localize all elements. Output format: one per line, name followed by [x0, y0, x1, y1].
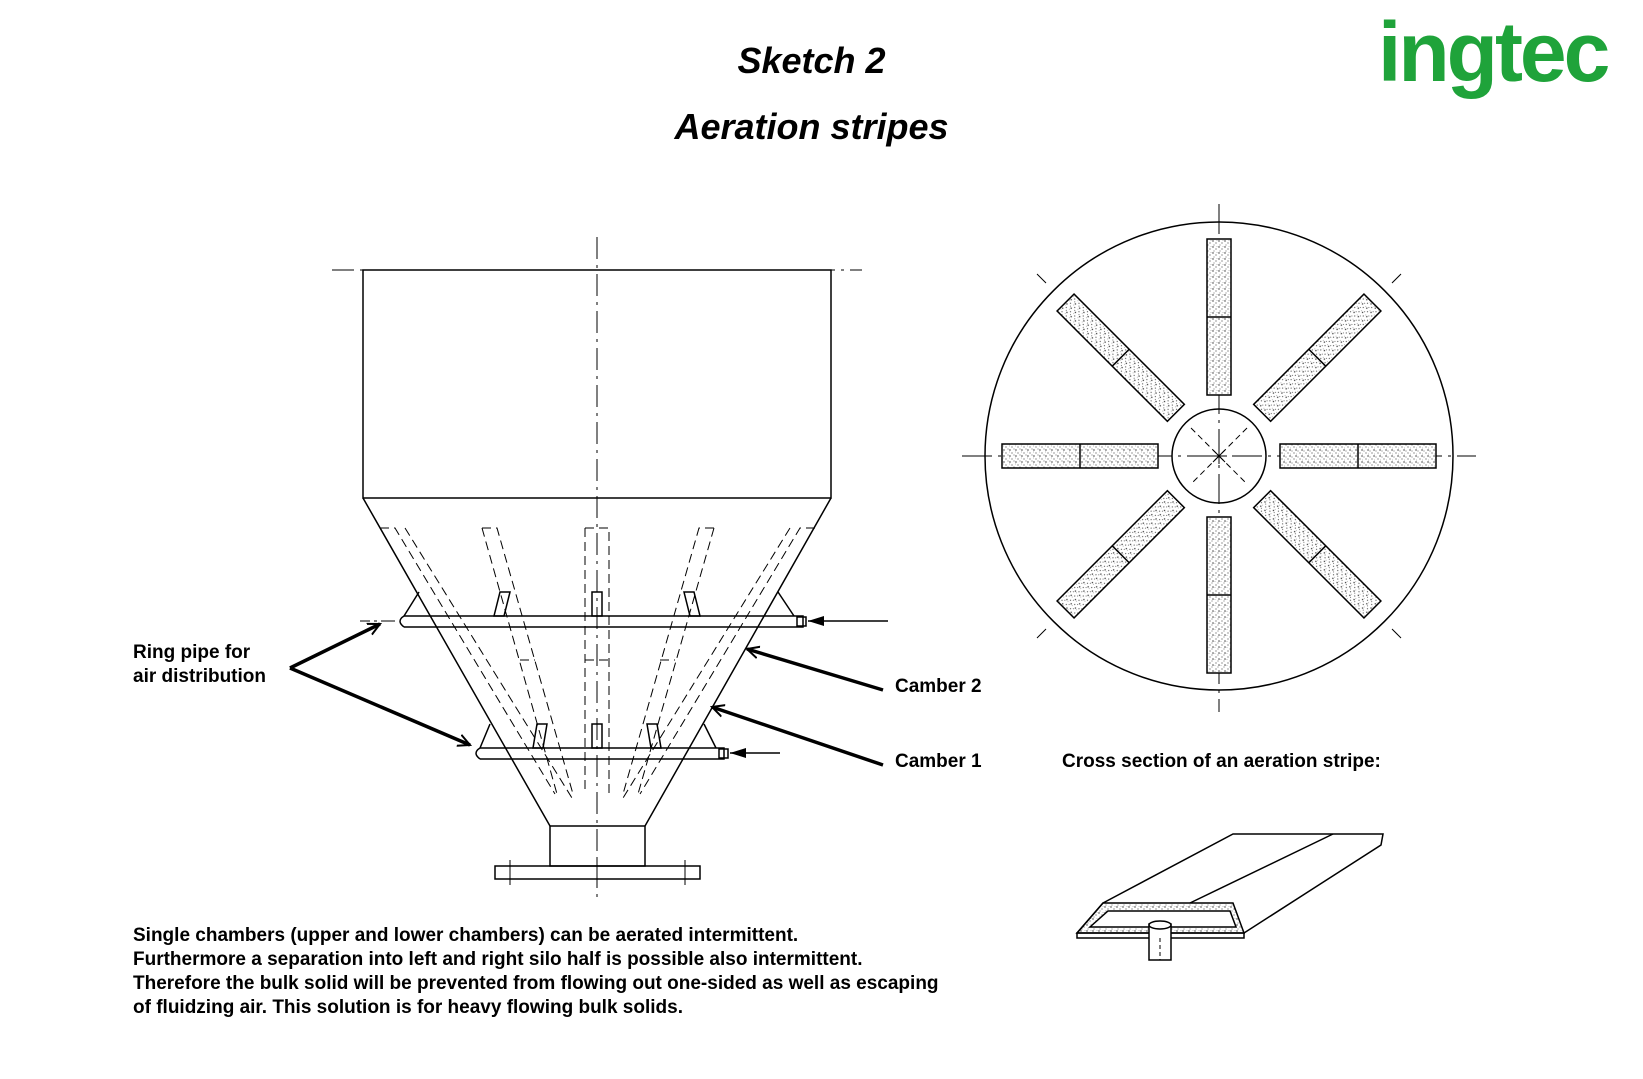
camber1-label: Camber 1 [895, 751, 982, 772]
upper-ring-pipe [399, 591, 807, 628]
ring-pipe-label-line2: air distribution [133, 666, 266, 687]
description-line: Single chambers (upper and lower chamber… [133, 925, 799, 946]
leader-arrows [289, 622, 884, 767]
cross-section-label: Cross section of an aeration stripe: [1062, 751, 1381, 772]
ring-pipe-label: Ring pipe for air distribution [133, 641, 266, 689]
plan-stripe [1056, 293, 1186, 423]
hidden-stripes [380, 527, 815, 799]
stripe-cross-section [1075, 833, 1384, 961]
plan-stripe [1206, 516, 1232, 674]
silo-cylinder [362, 269, 832, 499]
ring-pipe-arrow-lower [289, 666, 470, 745]
ring-pipe-label-line1: Ring pipe for [133, 642, 251, 663]
plan-stripe [1056, 489, 1186, 619]
page-subtitle: Aeration stripes [674, 106, 949, 147]
silo-side-view [332, 237, 888, 900]
plan-stripe [1252, 293, 1382, 423]
silo-cone [362, 497, 832, 827]
description-line: of fluidzing air. This solution is for h… [133, 997, 683, 1018]
plan-stripe [1252, 489, 1382, 619]
camber1-arrow [712, 707, 884, 767]
silo-plan-view [962, 204, 1476, 712]
description-line: Therefore the bulk solid will be prevent… [133, 973, 939, 994]
page-title: Sketch 2 [737, 40, 886, 81]
ingtec-logo: ingtec [1378, 5, 1610, 99]
lower-ring-pipe [475, 723, 729, 760]
description-line: Furthermore a separation into left and r… [133, 949, 863, 970]
ring-pipe-arrow-upper [289, 622, 380, 670]
camber2-label: Camber 2 [895, 676, 982, 697]
plan-stripe [1206, 238, 1232, 396]
plan-stripe [1001, 443, 1159, 469]
plan-stripe [1279, 443, 1437, 469]
description-text: Single chambers (upper and lower chamber… [133, 924, 939, 1020]
camber2-arrow [747, 649, 884, 692]
